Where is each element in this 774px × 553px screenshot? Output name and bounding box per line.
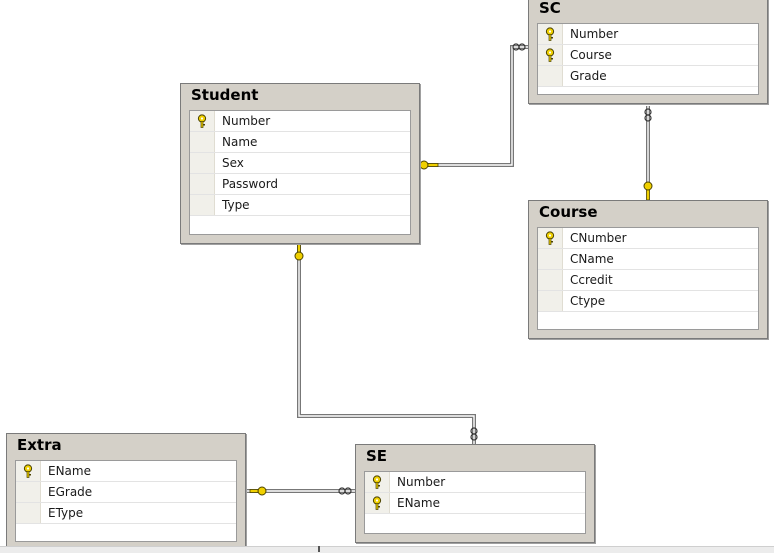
row-selector[interactable] [190,195,215,215]
primary-key-icon [196,114,208,128]
many-end-infinity-icon [512,43,526,51]
column-row[interactable]: Ccredit [538,270,758,291]
row-selector[interactable] [16,482,41,502]
relationship-student-se[interactable] [294,243,478,444]
column-row[interactable]: CNumber [538,228,758,249]
row-selector[interactable] [365,472,390,492]
column-row[interactable]: EType [16,503,236,524]
table-title: SC [539,0,561,17]
primary-key-icon [544,27,556,41]
row-selector[interactable] [538,270,563,290]
column-row[interactable]: CName [538,249,758,270]
row-selector[interactable] [538,291,563,311]
column-row[interactable]: Name [190,132,410,153]
column-name: Sex [222,156,244,170]
table-title: SE [366,447,388,465]
column-name: Number [222,114,271,128]
primary-key-icon [371,496,383,510]
column-name: Number [397,475,446,489]
column-name: Name [222,135,258,149]
column-row[interactable]: Number [538,24,758,45]
column-row[interactable]: EGrade [16,482,236,503]
one-end-key-icon [419,160,439,170]
column-row[interactable]: EName [365,493,585,514]
column-row[interactable]: Password [190,174,410,195]
bottom-scrollbar[interactable] [0,546,774,553]
one-end-key-icon [294,243,304,261]
column-name: Number [570,27,619,41]
row-selector[interactable] [190,111,215,131]
row-selector[interactable] [538,228,563,248]
row-selector[interactable] [190,132,215,152]
row-selector[interactable] [538,24,563,44]
row-selector[interactable] [16,461,41,481]
column-row[interactable]: Type [190,195,410,216]
relationship-extra-se[interactable] [246,486,355,496]
primary-key-icon [22,464,34,478]
column-name: EGrade [48,485,93,499]
row-selector[interactable] [16,503,41,523]
row-selector[interactable] [538,249,563,269]
pane-splitter[interactable] [318,546,320,552]
row-selector[interactable] [365,493,390,513]
column-row[interactable]: Number [190,111,410,132]
many-end-infinity-icon [644,108,652,122]
many-end-infinity-icon [338,487,352,495]
row-selector[interactable] [190,174,215,194]
primary-key-icon [544,231,556,245]
column-name: CName [570,252,614,266]
one-end-key-icon [249,486,267,496]
column-row[interactable]: Number [365,472,585,493]
relationship-student-sc[interactable] [419,43,528,170]
row-selector[interactable] [538,45,563,65]
column-row[interactable]: Ctype [538,291,758,312]
table-title: Student [191,86,259,104]
many-end-infinity-icon [470,427,478,441]
primary-key-icon [544,48,556,62]
column-name: Ctype [570,294,606,308]
row-selector[interactable] [190,153,215,173]
column-row[interactable]: Sex [190,153,410,174]
primary-key-icon [371,475,383,489]
column-name: Grade [570,69,607,83]
column-name: EType [48,506,84,520]
table-title: Extra [17,436,62,454]
row-selector[interactable] [538,66,563,86]
column-name: EName [48,464,91,478]
column-name: Ccredit [570,273,613,287]
table-title: Course [539,203,598,221]
column-name: CNumber [570,231,627,245]
column-name: EName [397,496,440,510]
column-name: Password [222,177,279,191]
column-name: Type [222,198,250,212]
one-end-key-icon [643,181,653,201]
column-row[interactable]: Course [538,45,758,66]
column-row[interactable]: Grade [538,66,758,87]
column-row[interactable]: EName [16,461,236,482]
relationship-course-sc[interactable] [643,106,653,201]
column-name: Course [570,48,612,62]
